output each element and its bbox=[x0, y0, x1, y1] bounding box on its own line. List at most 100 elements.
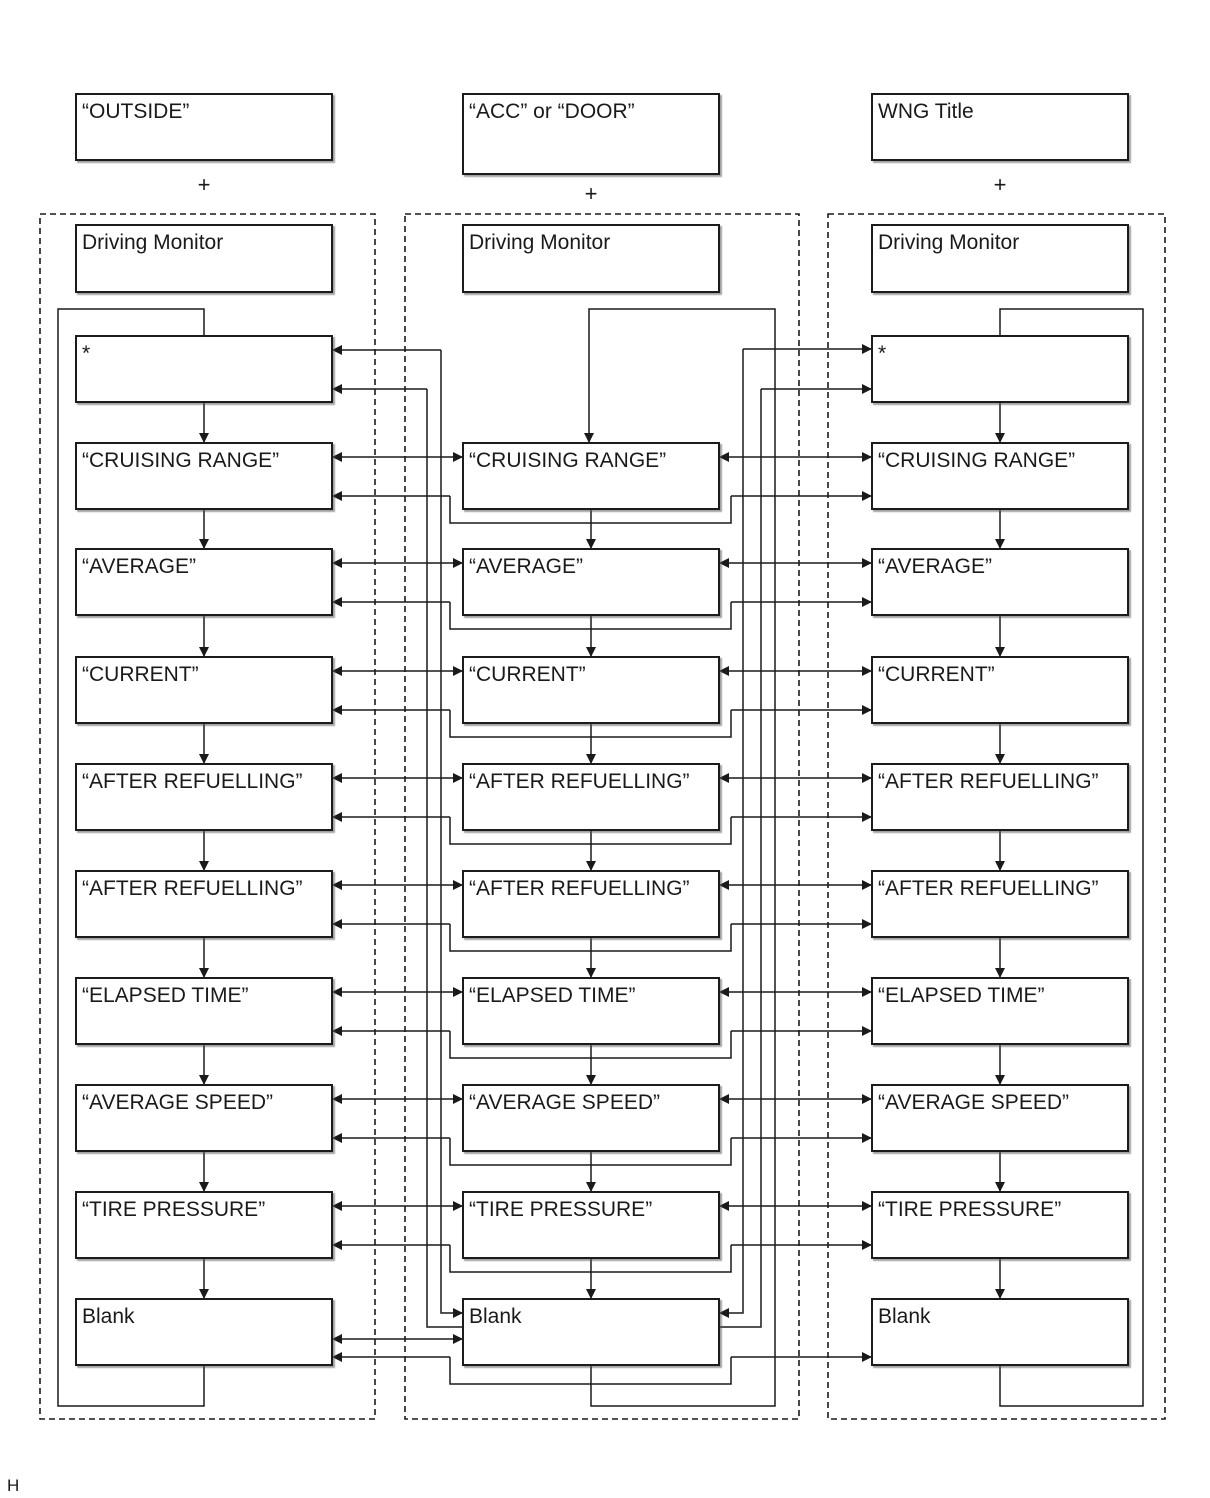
column-2-item-9-label: Blank bbox=[469, 1305, 522, 1328]
column-2-item-7-box bbox=[462, 1084, 720, 1152]
arrow-head-54 bbox=[719, 773, 729, 783]
arrow-head-39 bbox=[862, 491, 872, 501]
connector-line-72 bbox=[449, 1138, 732, 1166]
arrow-head-85 bbox=[862, 1352, 872, 1362]
column-2-item-2-label: “AVERAGE” bbox=[469, 555, 583, 578]
arrow-head-32 bbox=[453, 1308, 463, 1318]
column-2-driving-monitor-box bbox=[462, 224, 720, 293]
arrow-head-58 bbox=[332, 880, 342, 890]
column-1-item-3-box bbox=[75, 548, 333, 616]
arrow-head-40 bbox=[332, 558, 342, 568]
column-1-item-8-label: “AVERAGE SPEED” bbox=[82, 1091, 273, 1114]
column-2-item-4-box bbox=[462, 763, 720, 831]
column-1-driving-monitor-label: Driving Monitor bbox=[82, 231, 223, 254]
column-3-item-6-box bbox=[871, 870, 1129, 938]
arrow-head-53 bbox=[453, 773, 463, 783]
column-2-header-label: “ACC” or “DOOR” bbox=[469, 100, 635, 123]
column-3-item-1-label: * bbox=[878, 342, 886, 365]
arrow-head-44 bbox=[332, 597, 342, 607]
column-2-header-box bbox=[462, 93, 720, 175]
column-3-driving-monitor-box bbox=[871, 224, 1129, 293]
arrow-head-77 bbox=[453, 1201, 463, 1211]
column-3-item-10-box bbox=[871, 1298, 1129, 1366]
arrow-head-29 bbox=[332, 384, 342, 394]
column-3-item-6-label: “AFTER REFUELLING” bbox=[878, 877, 1099, 900]
column-3-item-9-label: “TIRE PRESSURE” bbox=[878, 1198, 1061, 1221]
arrow-head-8 bbox=[199, 1182, 209, 1192]
column-3-item-3-box bbox=[871, 548, 1129, 616]
column-1-item-7-label: “ELAPSED TIME” bbox=[82, 984, 248, 1007]
arrow-head-12 bbox=[586, 754, 596, 764]
connector-line-67 bbox=[449, 1031, 732, 1059]
arrow-head-26 bbox=[995, 1289, 1005, 1299]
column-1-header-label: “OUTSIDE” bbox=[82, 100, 189, 123]
arrow-head-81 bbox=[862, 1240, 872, 1250]
column-1-item-10-label: Blank bbox=[82, 1305, 135, 1328]
column-2-item-1-box bbox=[462, 442, 720, 510]
arrow-head-59 bbox=[453, 880, 463, 890]
column-2-item-8-label: “TIRE PRESSURE” bbox=[469, 1198, 652, 1221]
arrow-head-55 bbox=[862, 773, 872, 783]
arrow-head-14 bbox=[586, 968, 596, 978]
column-2-item-5-label: “AFTER REFUELLING” bbox=[469, 877, 690, 900]
connector-line-57 bbox=[449, 817, 732, 845]
column-3-header-box bbox=[871, 93, 1129, 161]
column-2-item-3-box bbox=[462, 656, 720, 724]
connector-line-42 bbox=[449, 496, 732, 524]
arrow-head-1 bbox=[199, 433, 209, 443]
arrow-head-6 bbox=[199, 968, 209, 978]
column-1-item-8-box bbox=[75, 1084, 333, 1152]
arrow-head-38 bbox=[332, 491, 342, 501]
arrow-head-50 bbox=[332, 705, 342, 715]
arrow-head-49 bbox=[862, 666, 872, 676]
arrow-head-4 bbox=[199, 754, 209, 764]
column-1-item-5-label: “AFTER REFUELLING” bbox=[82, 770, 303, 793]
connector-line-27 bbox=[57, 308, 205, 1407]
arrow-head-27 bbox=[584, 433, 594, 443]
arrow-head-34 bbox=[332, 452, 342, 462]
arrow-head-9 bbox=[199, 1289, 209, 1299]
connector-line-62 bbox=[449, 924, 732, 952]
arrow-head-2 bbox=[199, 539, 209, 549]
arrow-head-69 bbox=[862, 1026, 872, 1036]
column-2-driving-monitor-label: Driving Monitor bbox=[469, 231, 610, 254]
connector-line-81 bbox=[449, 1357, 732, 1385]
column-1-item-1-label: * bbox=[82, 342, 90, 365]
column-3-item-7-label: “ELAPSED TIME” bbox=[878, 984, 1044, 1007]
column-2-item-6-label: “ELAPSED TIME” bbox=[469, 984, 635, 1007]
arrow-head-65 bbox=[453, 987, 463, 997]
arrow-head-35 bbox=[453, 452, 463, 462]
column-1-item-6-box bbox=[75, 870, 333, 938]
arrow-head-31 bbox=[862, 384, 872, 394]
arrow-head-83 bbox=[453, 1334, 463, 1344]
column-1-driving-monitor-box bbox=[75, 224, 333, 293]
arrow-head-41 bbox=[453, 558, 463, 568]
column-1-item-10-box bbox=[75, 1298, 333, 1366]
arrow-head-62 bbox=[332, 919, 342, 929]
arrow-head-16 bbox=[586, 1182, 596, 1192]
connector-line-77 bbox=[449, 1245, 732, 1273]
column-2-item-7-label: “AVERAGE SPEED” bbox=[469, 1091, 660, 1114]
arrow-head-23 bbox=[995, 968, 1005, 978]
column-1-item-7-box bbox=[75, 977, 333, 1045]
arrow-head-68 bbox=[332, 1026, 342, 1036]
column-1-item-3-label: “AVERAGE” bbox=[82, 555, 196, 578]
connector-line-28 bbox=[999, 308, 1144, 1407]
arrow-head-7 bbox=[199, 1075, 209, 1085]
arrow-head-36 bbox=[719, 452, 729, 462]
column-2-item-4-label: “AFTER REFUELLING” bbox=[469, 770, 690, 793]
column-2-item-8-box bbox=[462, 1191, 720, 1259]
column-1-item-4-label: “CURRENT” bbox=[82, 663, 199, 686]
column-3-item-7-box bbox=[871, 977, 1129, 1045]
arrow-head-43 bbox=[862, 558, 872, 568]
column-1-item-9-label: “TIRE PRESSURE” bbox=[82, 1198, 265, 1221]
column-1-plus-sign: + bbox=[198, 172, 211, 197]
arrow-head-78 bbox=[719, 1201, 729, 1211]
column-3-item-5-label: “AFTER REFUELLING” bbox=[878, 770, 1099, 793]
arrow-head-79 bbox=[862, 1201, 872, 1211]
arrow-head-46 bbox=[332, 666, 342, 676]
column-3-plus-sign: + bbox=[994, 172, 1007, 197]
arrow-head-73 bbox=[862, 1094, 872, 1104]
column-1-header-box bbox=[75, 93, 333, 161]
